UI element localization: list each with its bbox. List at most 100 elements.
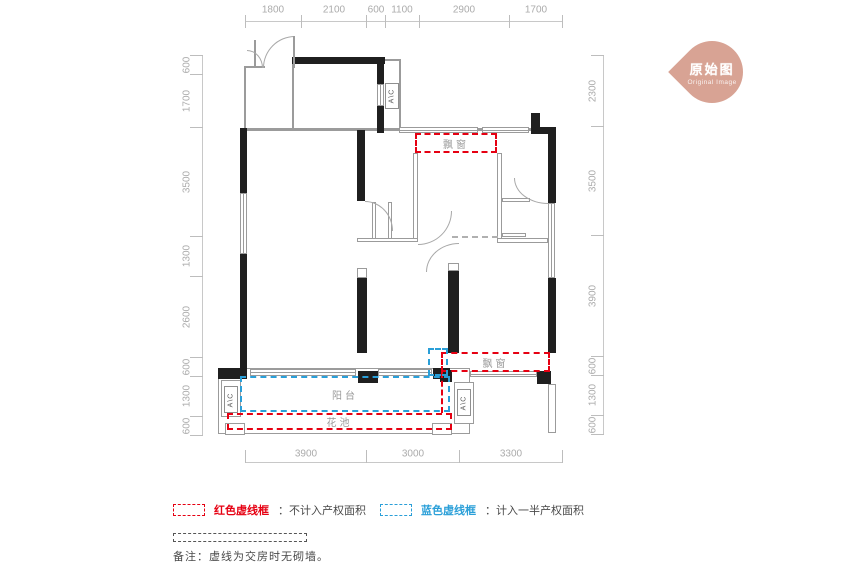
dim-tick <box>591 235 604 236</box>
dim-tick <box>245 15 246 28</box>
dim-label: 600 <box>181 56 193 74</box>
dim-line-top <box>245 21 562 22</box>
wall-segment <box>218 368 247 379</box>
dim-tick <box>591 375 604 376</box>
wall-segment <box>244 66 246 128</box>
blue-dash-connector <box>428 348 448 376</box>
wall-segment <box>357 278 367 353</box>
wall-segment <box>245 128 532 131</box>
dim-tick <box>385 15 386 28</box>
door-arc <box>263 36 295 68</box>
dim-tick <box>591 126 604 127</box>
dim-label: 1700 <box>181 89 193 113</box>
legend-blue-desc: ：计入一半产权面积 <box>485 505 584 517</box>
future-wall-dashed <box>452 236 498 238</box>
dim-label: 2100 <box>322 4 346 16</box>
wall-segment <box>502 198 530 202</box>
red-dash-connector <box>441 372 443 413</box>
dim-tick <box>419 15 420 28</box>
dim-label: 3900 <box>294 448 318 460</box>
dim-tick <box>190 127 203 128</box>
dim-tick <box>591 434 604 435</box>
dim-label: 600 <box>181 417 193 435</box>
window <box>378 369 432 376</box>
dim-label: 600 <box>181 358 193 376</box>
dim-tick <box>190 276 203 277</box>
dim-label: 1100 <box>391 4 413 16</box>
wall-segment <box>240 254 247 370</box>
door-arc <box>426 243 459 272</box>
original-image-badge: 原始图 Original Image <box>668 28 756 116</box>
dim-label: 600 <box>367 4 385 16</box>
window <box>377 84 384 106</box>
dim-tick <box>591 55 604 56</box>
legend-blue-label: 蓝色虚线框 <box>421 505 476 517</box>
window <box>548 203 555 278</box>
window <box>399 127 478 133</box>
ac-unit: A\C <box>457 389 471 416</box>
window <box>482 127 529 133</box>
dim-label: 3300 <box>499 448 523 460</box>
dim-label: 600 <box>587 416 599 434</box>
door-leaf <box>293 36 295 68</box>
dim-tick <box>190 416 203 417</box>
legend-red-label: 红色虚线框 <box>214 505 269 517</box>
dim-tick <box>562 450 563 463</box>
wall-segment <box>497 238 548 243</box>
ac-unit: A\C <box>385 83 399 109</box>
dim-label: 600 <box>587 357 599 375</box>
bay-window-label: 飘窗 <box>443 139 469 151</box>
wall-segment <box>502 233 526 237</box>
dim-tick <box>245 450 246 463</box>
dim-tick <box>366 450 367 463</box>
bay-window-label: 飘窗 <box>482 358 509 370</box>
dim-tick <box>591 415 604 416</box>
black-dash-swatch <box>173 533 307 542</box>
dim-tick <box>190 74 203 75</box>
dim-label: 1300 <box>587 383 599 407</box>
dim-tick <box>301 15 302 28</box>
dim-label: 1300 <box>181 244 193 268</box>
dim-label: 1800 <box>261 4 285 16</box>
dim-label: 2900 <box>452 4 476 16</box>
dim-label: 2300 <box>587 79 599 103</box>
legend-red-desc: ：不计入产权面积 <box>278 505 366 517</box>
wall-segment <box>399 59 401 129</box>
wall-segment <box>377 105 384 133</box>
wall-cap <box>357 268 367 278</box>
wall-segment <box>531 127 556 134</box>
note-text: 备注：虚线为交房时无砌墙。 <box>173 551 329 563</box>
wall-segment <box>448 271 459 353</box>
bay-window-box-bottom: 飘窗 <box>441 352 550 372</box>
bay-window-box-top: 飘窗 <box>415 133 497 153</box>
dim-tick <box>509 15 510 28</box>
dim-label: 3500 <box>587 169 599 193</box>
flower-bed-label: 花池 <box>326 418 353 429</box>
window <box>240 193 247 254</box>
dim-tick <box>190 376 203 377</box>
dim-tick <box>366 15 367 28</box>
ac-unit: A\C <box>224 386 238 413</box>
balcony-box: 阳台 <box>240 376 450 412</box>
wall-segment <box>292 57 385 64</box>
dim-tick <box>190 435 203 436</box>
wall-segment <box>357 238 418 242</box>
wall-segment <box>240 128 247 193</box>
legend-blue: 蓝色虚线框 ：计入一半产权面积 <box>380 502 584 518</box>
red-dash-swatch <box>173 504 205 516</box>
wall-segment <box>357 130 365 201</box>
dim-tick <box>190 236 203 237</box>
dim-tick <box>190 357 203 358</box>
dim-label: 3000 <box>401 448 425 460</box>
badge-subtitle: Original Image <box>687 78 737 86</box>
dim-label: 1700 <box>524 4 548 16</box>
door-arc <box>418 211 452 245</box>
legend-red: 红色虚线框 ：不计入产权面积 <box>173 502 366 518</box>
wall-segment <box>384 59 401 61</box>
side-wall-outline <box>548 384 556 433</box>
wall-segment <box>531 113 540 134</box>
wall-segment <box>497 153 502 240</box>
dim-line-left <box>202 55 203 435</box>
dim-label: 3500 <box>181 170 193 194</box>
